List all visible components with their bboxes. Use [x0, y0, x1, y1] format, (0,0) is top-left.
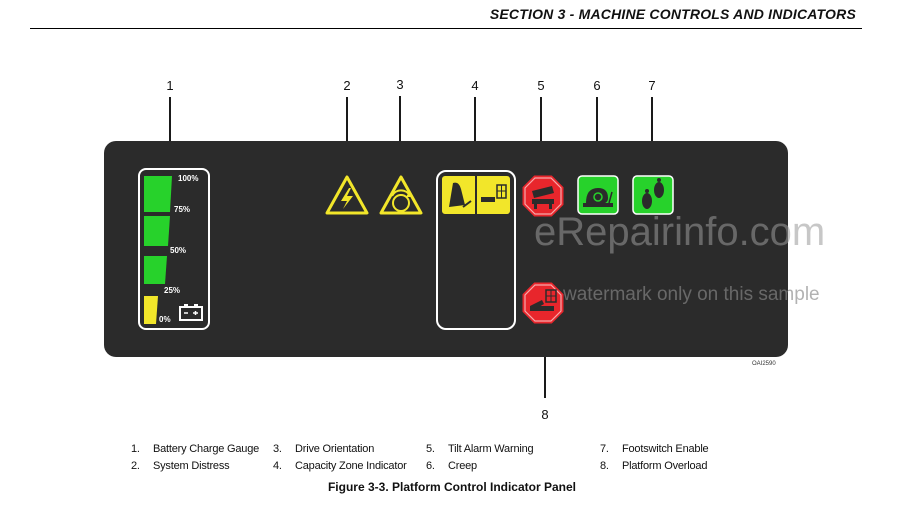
legend-label: Capacity Zone Indicator	[295, 460, 407, 472]
leader-line-8	[544, 322, 546, 398]
gauge-label-50: 50%	[170, 246, 187, 255]
leader-line-1	[169, 97, 171, 169]
legend-label: Drive Orientation	[295, 443, 375, 455]
battery-charge-gauge	[138, 168, 210, 330]
callout-1: 1	[166, 78, 174, 93]
callout-4: 4	[471, 78, 479, 93]
legend-num: 2.	[131, 460, 140, 472]
legend-item-4: 4. Capacity Zone Indicator	[273, 460, 407, 472]
header-rule	[30, 28, 862, 29]
legend-label: Tilt Alarm Warning	[448, 443, 534, 455]
legend-label: Platform Overload	[622, 460, 708, 472]
legend-num: 7.	[600, 443, 609, 455]
leader-line-6	[596, 97, 598, 175]
legend-item-2: 2. System Distress	[131, 460, 230, 472]
legend-num: 4.	[273, 460, 282, 472]
figure-caption: Figure 3-3. Platform Control Indicator P…	[327, 480, 577, 494]
snail-icon	[577, 175, 619, 215]
gauge-label-100: 100%	[178, 174, 199, 183]
legend-item-6: 6. Creep	[426, 460, 477, 472]
footprint-icon	[632, 175, 674, 215]
overload-stop-icon	[521, 281, 565, 325]
callout-3: 3	[396, 77, 404, 92]
watermark-note: watermark only on this sample	[563, 284, 820, 305]
leader-line-4	[474, 97, 476, 171]
legend-num: 1.	[131, 443, 140, 455]
leader-line-5	[540, 97, 542, 149]
callout-7: 7	[648, 78, 656, 93]
gauge-label-0: 0%	[159, 315, 171, 324]
lightning-triangle-icon	[325, 175, 369, 215]
callout-6: 6	[593, 78, 601, 93]
steering-triangle-icon	[379, 175, 423, 215]
legend-item-8: 8. Platform Overload	[600, 460, 707, 472]
legend-num: 3.	[273, 443, 282, 455]
legend-label: System Distress	[153, 460, 230, 472]
leader-line-7	[651, 97, 653, 175]
battery-gauge-bars	[144, 176, 172, 324]
watermark-site: eRepairinfo.com	[534, 210, 826, 254]
legend-num: 6.	[426, 460, 435, 472]
leader-line-2	[346, 97, 348, 175]
battery-icon	[179, 304, 203, 321]
zone-indicator-icon	[442, 176, 510, 214]
legend-item-5: 5. Tilt Alarm Warning	[426, 443, 534, 455]
callout-5: 5	[537, 78, 545, 93]
legend-label: Footswitch Enable	[622, 443, 709, 455]
legend-num: 8.	[600, 460, 609, 472]
callout-2: 2	[343, 78, 351, 93]
legend-label: Battery Charge Gauge	[153, 443, 260, 455]
section-header: SECTION 3 - MACHINE CONTROLS AND INDICAT…	[489, 6, 856, 22]
callout-8: 8	[541, 407, 549, 422]
legend-item-1: 1. Battery Charge Gauge	[131, 443, 259, 455]
legend-item-7: 7. Footswitch Enable	[600, 443, 709, 455]
gauge-label-25: 25%	[164, 286, 181, 295]
leader-line-3	[399, 96, 401, 176]
capacity-zone-indicator	[436, 170, 516, 330]
tilt-stop-icon	[521, 174, 565, 218]
legend-label: Creep	[448, 460, 477, 472]
figure-code: OAI2590	[752, 361, 776, 367]
legend-item-3: 3. Drive Orientation	[273, 443, 374, 455]
gauge-label-75: 75%	[174, 205, 191, 214]
legend-num: 5.	[426, 443, 435, 455]
